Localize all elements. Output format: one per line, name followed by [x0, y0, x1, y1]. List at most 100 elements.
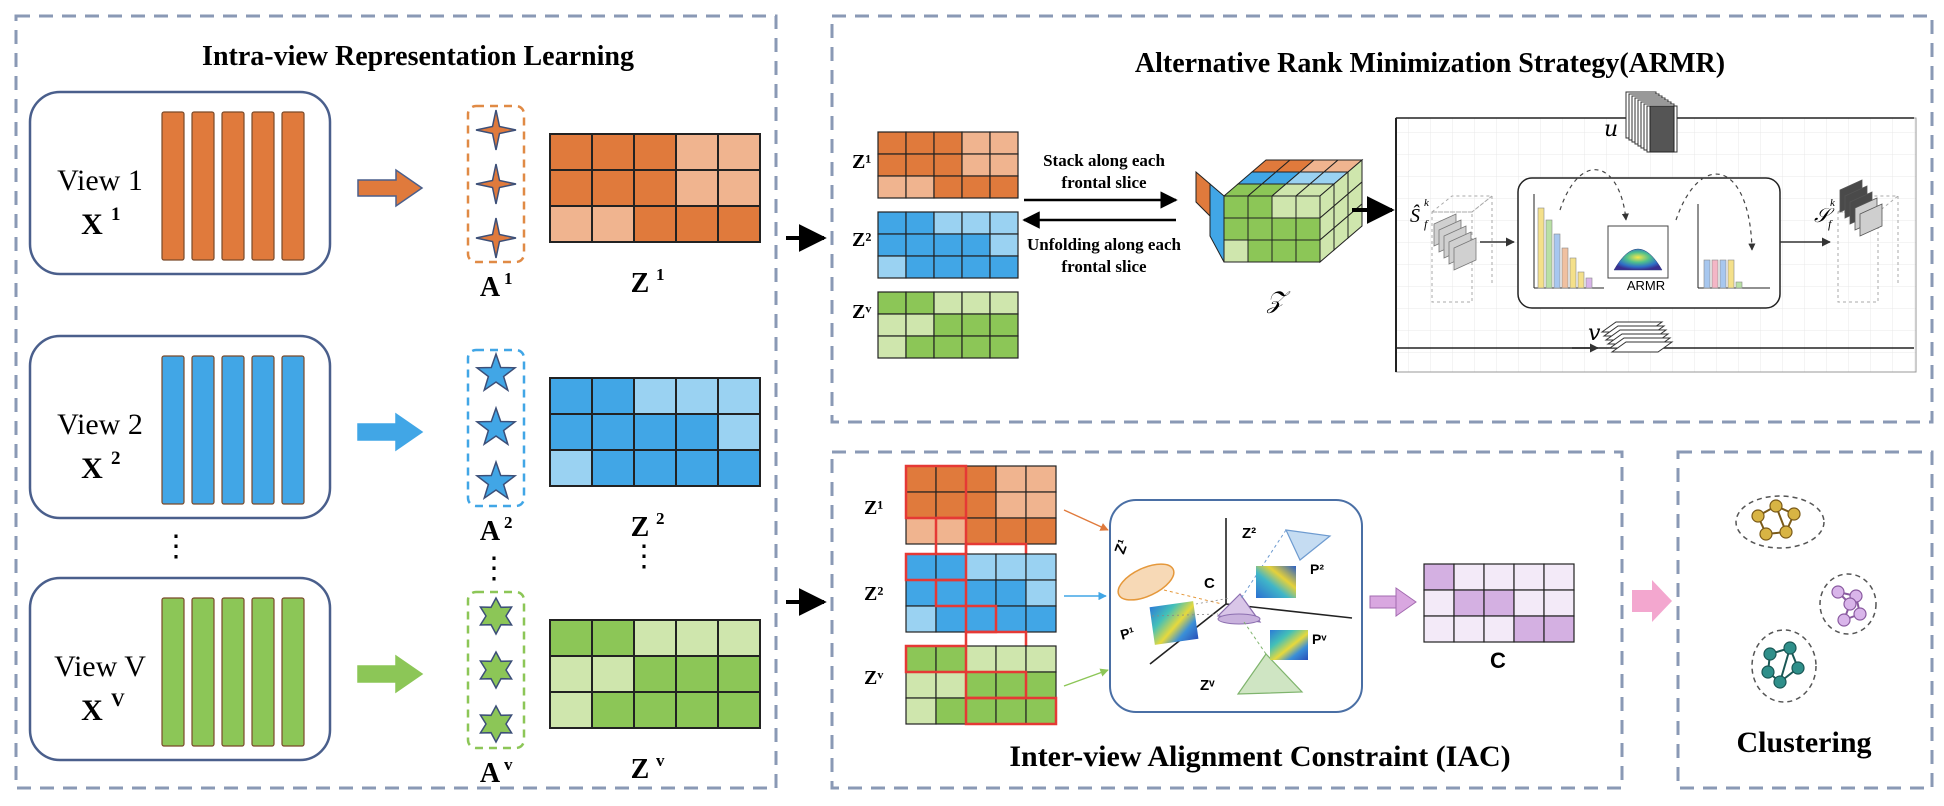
tensor-front-cell [1271, 195, 1297, 219]
anchor-star-icon [475, 109, 517, 151]
alignment-highlight [904, 644, 968, 674]
view-data-label: X [81, 452, 103, 485]
anchor-star-icon [479, 650, 513, 690]
consensus-matrix [1423, 563, 1575, 643]
anchor-ellipsis: ⋮ [479, 552, 509, 585]
view-arrow [357, 654, 424, 694]
p2-label: P² [1310, 561, 1324, 577]
space-z2-label: Z² [1242, 525, 1256, 542]
intra-view-panel [14, 14, 778, 790]
anchor-sup: 1 [504, 269, 513, 288]
arrow-to-clustering [1632, 580, 1672, 622]
view-ellipsis: ⋮ [161, 530, 191, 563]
iac-title: Inter-view Alignment Constraint (IAC) [1009, 740, 1510, 773]
clustering-panel [1676, 450, 1934, 790]
feature-bar [161, 597, 185, 747]
projection-space [1109, 499, 1363, 713]
feature-bar [191, 111, 215, 261]
cluster-node [1791, 661, 1805, 675]
cluster-node [1853, 607, 1867, 621]
singular-value-bar [1561, 247, 1569, 289]
feature-bar [221, 111, 245, 261]
feature-bar [191, 355, 215, 505]
armr-module-label: ARMR [1627, 278, 1665, 293]
tensor-front-cell [1247, 217, 1273, 241]
anchor-sup: v [504, 755, 513, 774]
cluster-node [1769, 499, 1783, 513]
anchor-box [466, 590, 526, 750]
cluster-node [1787, 507, 1801, 521]
tensor-front-cell [1295, 217, 1321, 241]
iac-matrix-2 [904, 552, 1057, 660]
cluster-node [1759, 527, 1773, 541]
singular-value-bar [1577, 271, 1585, 289]
cluster-node [1837, 613, 1851, 627]
singular-value-bar [1545, 219, 1553, 289]
alignment-highlight [964, 696, 1058, 726]
anchor-sup: 2 [504, 513, 513, 532]
s-hat-label: Ŝ f k [1410, 197, 1430, 231]
svg-text:f: f [1828, 217, 1833, 231]
shrunk-value-bar [1703, 259, 1711, 289]
anchor-star-icon [479, 596, 513, 636]
representation-matrix [549, 133, 761, 243]
svg-text:k: k [1424, 197, 1430, 209]
svg-text:f: f [1424, 217, 1429, 231]
armr-zv-matrix [877, 291, 1019, 359]
arrow-to-c [1369, 587, 1417, 617]
space-z1-label: Z¹ [1111, 537, 1132, 556]
feature-bar [221, 355, 245, 505]
armr-z2-label: Z² [852, 229, 871, 251]
shrunk-value-bar [1719, 259, 1727, 289]
stack-text-1: Stack along each [1043, 151, 1165, 170]
cluster-node [1763, 647, 1777, 661]
feature-bar [251, 355, 275, 505]
p1-label: P¹ [1118, 624, 1136, 643]
cluster-node [1761, 665, 1775, 679]
stack-text-2: frontal slice [1061, 173, 1147, 192]
singular-value-bar [1569, 257, 1577, 289]
s-hat-slice [1453, 237, 1477, 271]
anchor-star-icon [474, 351, 518, 393]
z1-to-space-arrow [1063, 509, 1109, 531]
anchor-star-icon [475, 217, 517, 259]
flow-curve [1675, 173, 1756, 251]
armr-zv-label: Zᵛ [852, 301, 871, 323]
iac-matrix-1 [904, 464, 1057, 572]
anchor-star-icon [474, 405, 518, 447]
armr-title: Alternative Rank Minimization Strategy(A… [1135, 48, 1725, 79]
tensor-cube [1195, 158, 1364, 264]
cluster-node [1783, 641, 1797, 655]
surface-plot [1613, 249, 1663, 271]
p1-heatmap [1149, 601, 1199, 645]
feature-bar [281, 111, 305, 261]
feature-bar [281, 355, 305, 505]
anchor-box [466, 348, 526, 508]
unfold-text-1: Unfolding along each [1027, 235, 1182, 254]
svg-text:Ŝ: Ŝ [1410, 203, 1420, 227]
representation-matrix [549, 619, 761, 729]
armr-panel [830, 14, 1934, 424]
cluster-node [1831, 585, 1845, 599]
svg-text:k: k [1830, 197, 1836, 209]
cluster-node [1751, 509, 1765, 523]
tensor-front-cell [1295, 239, 1321, 263]
representation-sup: 2 [656, 509, 665, 528]
tensor-slice-edge [1209, 182, 1225, 263]
view-data-label: X [81, 694, 103, 727]
armr-z2-matrix [877, 211, 1019, 279]
tensor-slice-edge [1195, 170, 1211, 218]
tensor-label: 𝒵 [1266, 288, 1291, 314]
view-data-label: X [81, 208, 103, 241]
cluster-boundary [1735, 495, 1825, 549]
u-front-slice [1649, 105, 1675, 153]
cluster-1 [1735, 495, 1825, 549]
space-c-label: C [1204, 575, 1215, 592]
armr-matrices [877, 131, 1019, 359]
representation-sup: v [656, 751, 665, 770]
armr-z1-label: Z¹ [852, 151, 871, 173]
anchor-star-icon [475, 163, 517, 205]
feature-bar [281, 597, 305, 747]
